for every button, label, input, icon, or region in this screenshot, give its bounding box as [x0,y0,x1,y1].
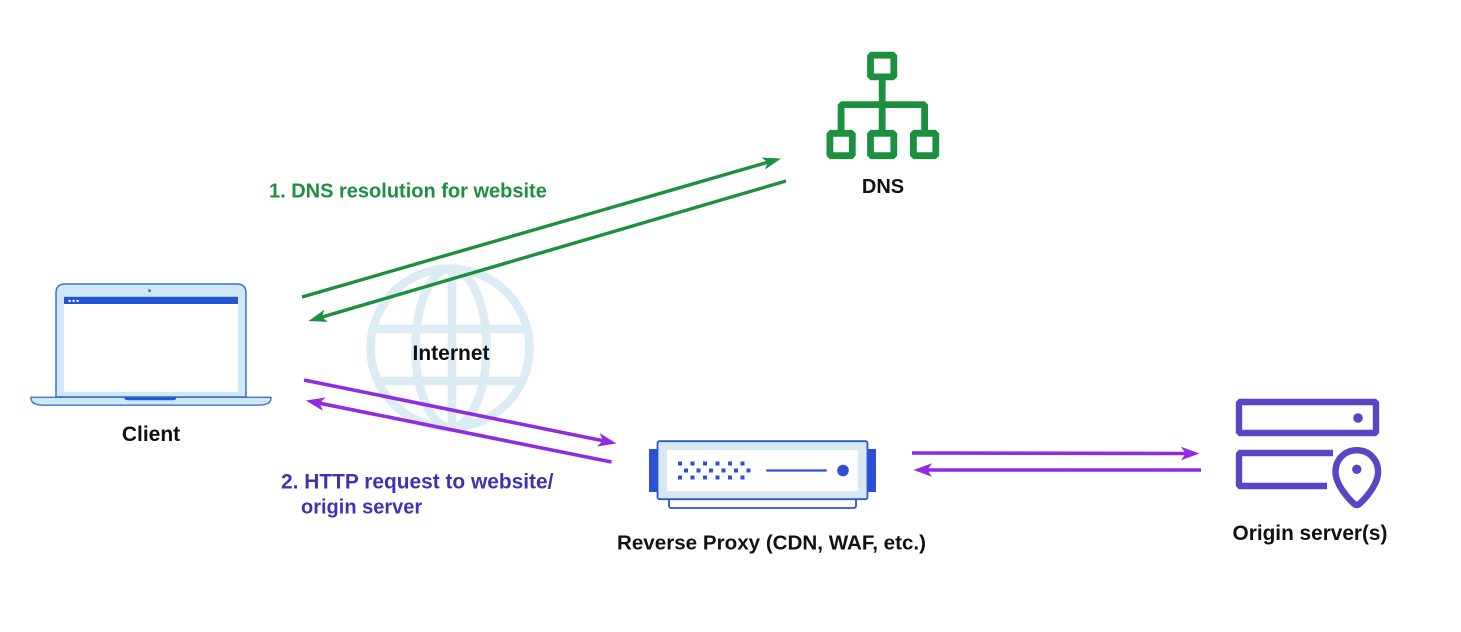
svg-text:DNS: DNS [862,176,904,198]
svg-text:Internet: Internet [412,342,489,365]
svg-text:Origin server(s): Origin server(s) [1233,522,1388,545]
svg-text:origin server: origin server [301,497,422,519]
svg-text:2. HTTP request to website/: 2. HTTP request to website/ [281,471,554,494]
svg-text:Reverse Proxy (CDN, WAF, etc.): Reverse Proxy (CDN, WAF, etc.) [617,532,926,555]
svg-text:Client: Client [122,423,180,446]
svg-text:1. DNS resolution for website: 1. DNS resolution for website [269,181,547,203]
